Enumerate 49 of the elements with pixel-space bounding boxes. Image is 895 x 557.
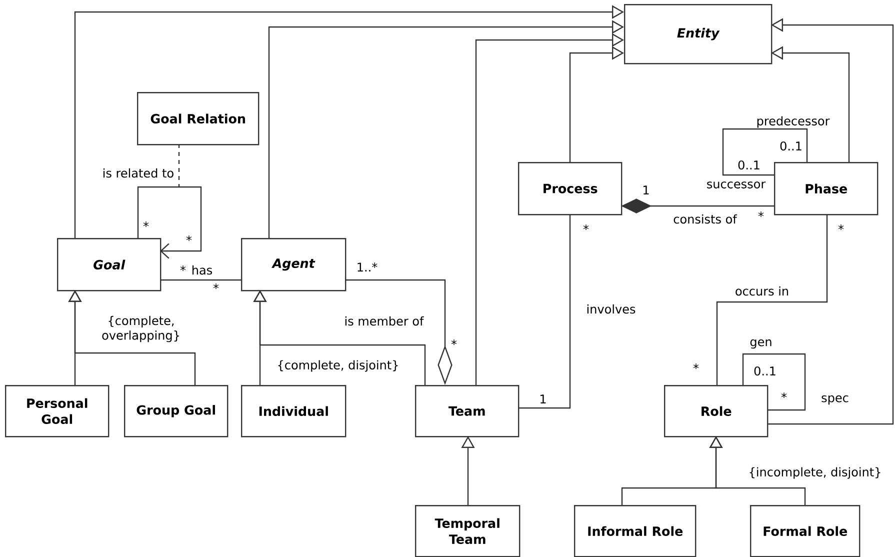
class-box: Goal Relation [137,92,260,146]
multiplicity: 0..1 [780,141,802,151]
role-name: successor [707,182,766,188]
multiplicity: * [186,236,192,242]
multiplicity: * [758,212,764,218]
association-arrow [137,186,202,259]
association-line [160,279,241,281]
class-box: Informal Role [574,505,696,557]
association-line [722,128,808,176]
edge-label: has [192,265,212,275]
class-box: Process [518,162,622,216]
class-box: Role [664,385,768,438]
edge-label: is related to [104,168,174,178]
multiplicity: * [693,364,699,370]
association-line [716,214,828,385]
dependency-line [178,144,180,187]
class-box: Temporal Team [415,505,520,557]
constraint-label: {incomplete, disjoint} [750,467,880,479]
multiplicity: * [838,224,844,230]
association-line [742,353,806,411]
constraint-label: {complete, disjoint} [278,360,398,372]
edge-label: is member of [345,316,424,326]
class-box: Individual [241,385,346,438]
multiplicity: 0..1 [754,366,776,376]
class-box: Goal [57,238,162,292]
class-box: Phase [774,162,878,216]
edge-label: occurs in [736,286,788,296]
multiplicity: * [180,266,186,272]
role-name: spec [822,395,848,405]
multiplicity: * [143,222,149,228]
class-box: Team [415,385,520,438]
association-line [518,214,571,409]
multiplicity: * [451,340,457,346]
constraint-label: {complete, overlapping} [102,316,179,342]
class-box: Agent [241,238,346,292]
multiplicity: 1 [644,186,649,194]
multiplicity: * [781,392,787,398]
role-name: predecessor [757,116,830,128]
edge-label: consists of [674,214,738,224]
class-box: Group Goal [124,385,228,438]
class-box: Personal Goal [5,385,110,438]
multiplicity: 1 [540,394,546,404]
class-box: Entity [624,4,772,64]
multiplicity: 1..* [358,262,378,272]
role-name: gen [750,339,772,349]
edge-label: involves [587,304,636,314]
multiplicity: * [213,284,219,290]
multiplicity: 0..1 [738,160,760,170]
class-box: Formal Role [750,505,860,557]
